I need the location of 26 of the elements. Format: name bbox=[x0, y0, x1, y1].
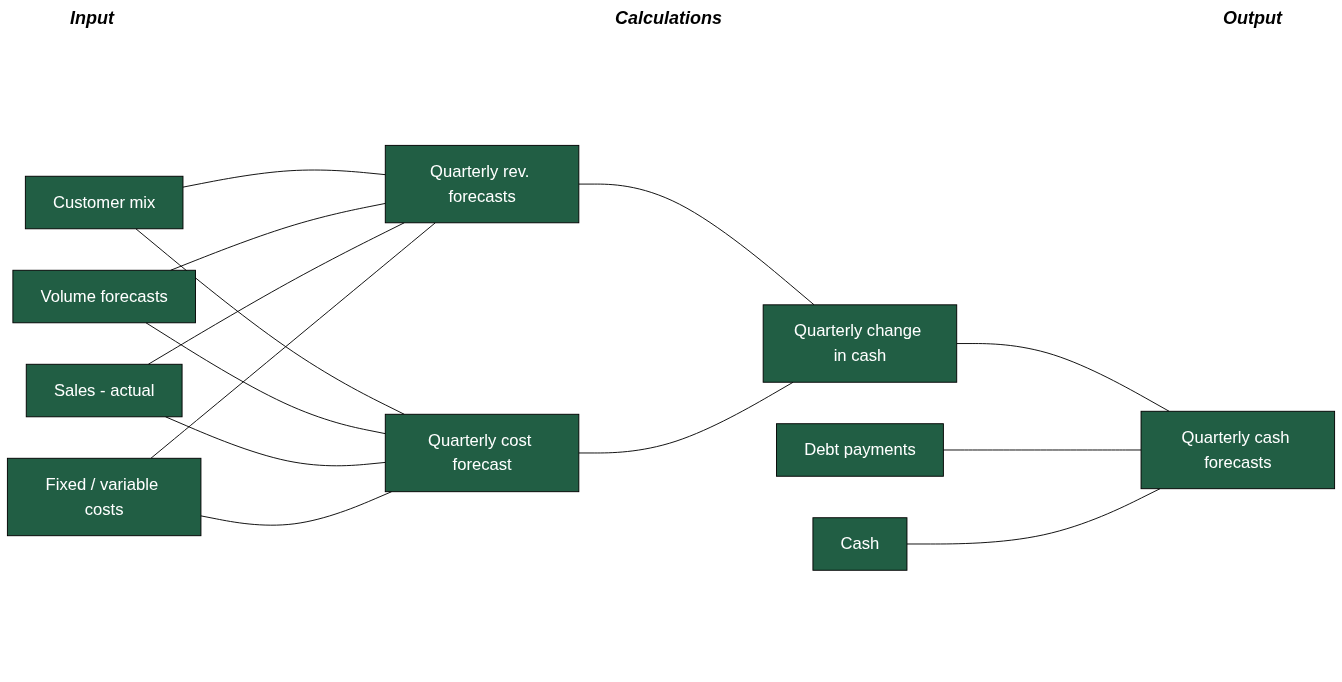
connector bbox=[145, 322, 386, 435]
node-box: Quarterly cash forecasts bbox=[1140, 411, 1336, 490]
column-heading: Output bbox=[1223, 8, 1282, 30]
node-box: Quarterly change in cash bbox=[762, 304, 958, 383]
node-box: Volume forecasts bbox=[12, 269, 196, 324]
connector bbox=[200, 491, 393, 526]
connector bbox=[150, 222, 436, 459]
node-box: Quarterly rev. forecasts bbox=[384, 145, 580, 224]
node-box: Customer mix bbox=[24, 175, 184, 230]
node-box: Debt payments bbox=[776, 423, 944, 477]
node-box: Fixed / variable costs bbox=[6, 458, 202, 537]
connector bbox=[578, 183, 815, 306]
connector bbox=[578, 381, 794, 454]
connector bbox=[906, 488, 1161, 545]
column-heading: Input bbox=[70, 8, 114, 30]
node-box: Quarterly cost forecast bbox=[384, 414, 580, 493]
connector bbox=[942, 449, 1142, 451]
node-box: Cash bbox=[812, 517, 908, 571]
node-box: Sales - actual bbox=[25, 364, 183, 418]
connector bbox=[170, 203, 386, 271]
connector bbox=[956, 343, 1170, 412]
column-heading: Calculations bbox=[615, 8, 722, 30]
connector bbox=[165, 416, 386, 467]
connector bbox=[182, 169, 386, 188]
connector bbox=[135, 228, 405, 415]
connector bbox=[147, 222, 405, 365]
